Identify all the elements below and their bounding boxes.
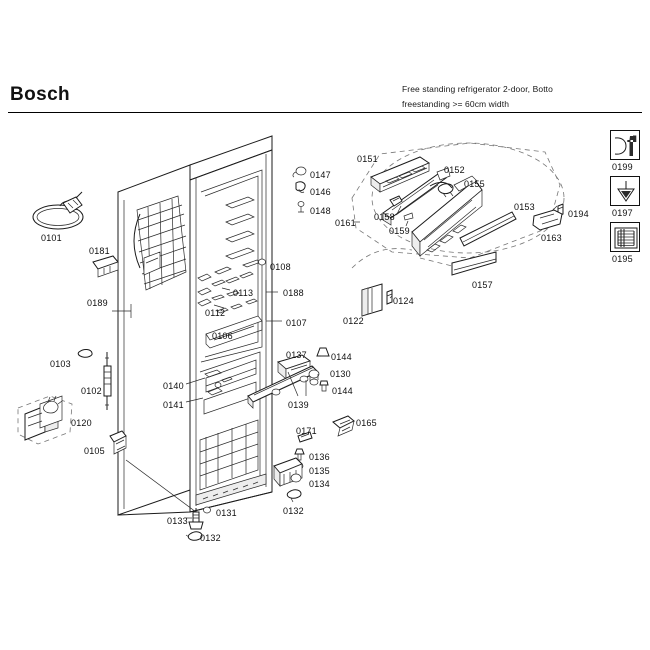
part-0105-bracket	[110, 431, 126, 454]
part-label-0146: 0146	[310, 187, 331, 197]
part-0194-pin	[558, 204, 563, 216]
part-label-0188: 0188	[283, 288, 304, 298]
part-0124-pin	[387, 290, 392, 304]
part-label-0107: 0107	[286, 318, 307, 328]
part-0131-hole	[204, 507, 211, 513]
part-label-0132-lower: 0132	[200, 533, 221, 543]
part-label-0130: 0130	[330, 369, 351, 379]
part-0181-block	[93, 256, 118, 277]
part-label-0144-top: 0144	[331, 352, 352, 362]
down-arrow-funnel-icon	[617, 181, 635, 202]
part-label-0134: 0134	[309, 479, 330, 489]
part-label-0144-bottom: 0144	[332, 386, 353, 396]
part-0122-panel	[362, 284, 382, 316]
brand-logo: Bosch	[10, 84, 71, 105]
part-label-0181: 0181	[89, 246, 110, 256]
part-0135-washer	[295, 463, 303, 469]
part-label-0139: 0139	[288, 400, 309, 410]
part-label-0148: 0148	[310, 206, 331, 216]
part-0144-screw-top	[317, 348, 329, 356]
part-label-0135: 0135	[309, 466, 330, 476]
part-label-0165: 0165	[356, 418, 377, 428]
part-0108-grommet	[259, 259, 266, 265]
part-label-0131: 0131	[216, 508, 237, 518]
part-0101-power-cord	[33, 192, 83, 229]
part-label-0157: 0157	[472, 280, 493, 290]
leader-0124	[390, 296, 392, 298]
part-label-0161: 0161	[335, 218, 356, 228]
part-label-0194: 0194	[568, 209, 589, 219]
part-label-0151: 0151	[357, 154, 378, 164]
leader-0157	[420, 258, 452, 266]
part-label-0103: 0103	[50, 359, 71, 369]
coil-grid-icon	[614, 227, 638, 249]
header-divider	[8, 112, 642, 113]
part-label-0152: 0152	[444, 165, 465, 175]
refrigerator-cabinet	[118, 136, 272, 515]
legend-caption-0199: 0199	[612, 162, 633, 172]
part-0134-foot-assembly	[274, 458, 302, 486]
control-panel-group	[352, 143, 564, 258]
part-label-0133: 0133	[167, 516, 188, 526]
part-label-0105: 0105	[84, 446, 105, 456]
part-label-0108: 0108	[270, 262, 291, 272]
part-0147-icon	[293, 167, 306, 177]
leader-0113	[222, 288, 230, 290]
part-label-0189: 0189	[87, 298, 108, 308]
part-label-0163: 0163	[541, 233, 562, 243]
wrench-tool-icon	[614, 135, 637, 156]
part-label-0124: 0124	[393, 296, 414, 306]
model-description: Free standing refrigerator 2-door, Botto…	[402, 82, 592, 112]
part-0132-clip-a	[287, 490, 301, 502]
leader-0158	[397, 206, 401, 214]
part-label-0153: 0153	[514, 202, 535, 212]
part-label-0141: 0141	[163, 400, 184, 410]
part-0102-probe	[104, 352, 111, 410]
part-0140-0141-fittings	[205, 370, 232, 395]
part-label-0158: 0158	[374, 212, 395, 222]
legend-caption-0195: 0195	[612, 254, 633, 264]
part-0130-roller	[309, 370, 319, 385]
part-0133-levelling-foot	[189, 508, 203, 529]
part-label-0101: 0101	[41, 233, 62, 243]
part-label-0171: 0171	[296, 426, 317, 436]
assembly-link-curve	[352, 249, 412, 268]
condenser-coil	[134, 196, 186, 290]
part-label-0140: 0140	[163, 381, 184, 391]
part-0163-connector	[533, 206, 562, 230]
leader-0140	[186, 378, 205, 384]
part-label-0147: 0147	[310, 170, 331, 180]
part-label-0106: 0106	[212, 331, 233, 341]
part-label-0102: 0102	[81, 386, 102, 396]
part-label-0120: 0120	[71, 418, 92, 428]
part-0157-strip	[452, 252, 496, 275]
part-label-0159: 0159	[389, 226, 410, 236]
legend-box-0199	[610, 130, 640, 160]
legend-box-0197	[610, 176, 640, 206]
leader-0139-a	[288, 372, 298, 396]
part-label-0136: 0136	[309, 452, 330, 462]
legend-caption-0197: 0197	[612, 208, 633, 218]
part-label-0132-upper: 0132	[283, 506, 304, 516]
part-label-0122: 0122	[343, 316, 364, 326]
leader-0141	[186, 398, 203, 402]
part-label-0137: 0137	[286, 350, 307, 360]
part-0103-clip	[78, 349, 92, 357]
model-description-line1: Free standing refrigerator 2-door, Botto	[402, 84, 553, 94]
part-0165-bracket	[333, 416, 354, 436]
leader-base-corner	[126, 460, 196, 512]
part-0136-screw	[295, 449, 304, 460]
part-label-0112: 0112	[205, 308, 226, 318]
part-0146-icon	[296, 182, 305, 193]
part-label-0113: 0113	[233, 288, 254, 298]
legend-box-0195	[610, 222, 640, 252]
part-0120-compressor	[18, 396, 72, 444]
part-0148-icon	[298, 202, 304, 213]
part-0144-screw-bottom	[320, 381, 328, 391]
model-description-line2: freestanding >= 60cm width	[402, 99, 510, 109]
part-label-0155: 0155	[464, 179, 485, 189]
